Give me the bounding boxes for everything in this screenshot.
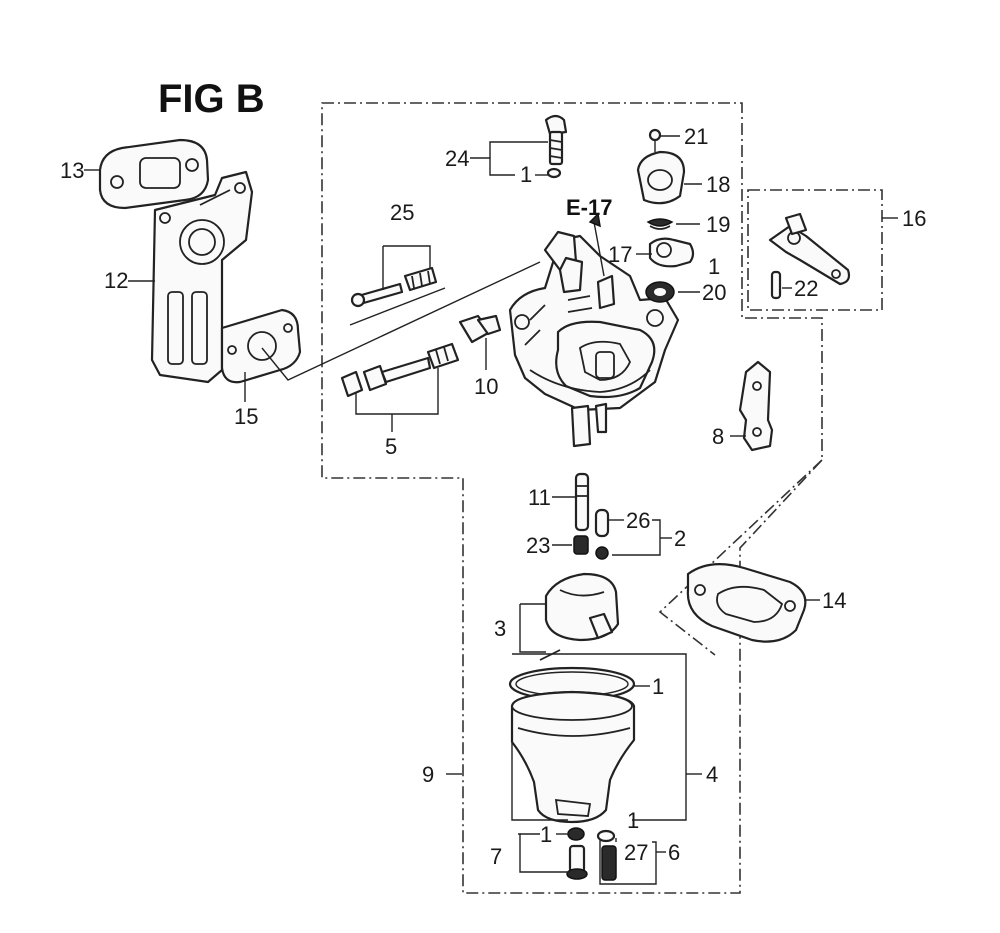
needle-part-26 [594, 508, 610, 560]
o-ring-part-20 [645, 281, 675, 303]
reference-label: E-17 [566, 195, 612, 220]
callout-22: 22 [794, 276, 818, 301]
callout-7: 7 [490, 844, 502, 869]
figure-title: FIG B [158, 77, 265, 121]
callout-11: 11 [528, 485, 551, 510]
callout-8: 8 [712, 424, 724, 449]
callout-4: 4 [706, 762, 718, 787]
tube-part-11 [574, 472, 590, 532]
callout-labels: 13 12 15 25 5 10 24 1 21 18 19 17 1 20 1… [60, 124, 926, 869]
diaphragm-part-17 [648, 237, 695, 268]
pin-part-22 [770, 270, 782, 300]
callout-1-screw: 1 [520, 162, 532, 187]
callout-24: 24 [445, 146, 469, 171]
screw-assembly-part-5 [340, 342, 460, 398]
callout-25: 25 [390, 200, 414, 225]
callout-3: 3 [494, 616, 506, 641]
gasket-part-15 [220, 308, 302, 384]
leader-lines [84, 135, 898, 885]
callout-13: 13 [60, 158, 84, 183]
insulator-part-14 [686, 563, 807, 643]
callout-23: 23 [526, 533, 550, 558]
callout-5: 5 [385, 434, 397, 459]
callout-12: 12 [104, 268, 128, 293]
callout-27: 27 [624, 840, 648, 865]
callout-14: 14 [822, 588, 846, 613]
screw-set-part-25 [349, 266, 446, 326]
callout-1-diaphragm: 1 [708, 254, 720, 279]
callout-1-screw-27: 1 [627, 808, 639, 833]
cover-part-18 [636, 150, 686, 205]
callout-1-o-ring: 1 [652, 674, 664, 699]
o-ring-part-1 [508, 666, 636, 702]
callout-10: 10 [474, 374, 498, 399]
screw-part-27 [596, 829, 617, 881]
bracket-part-8 [738, 360, 774, 452]
callout-17: 17 [608, 242, 632, 267]
callout-15: 15 [234, 404, 258, 429]
gasket-part-13 [98, 138, 210, 210]
callout-19: 19 [706, 212, 730, 237]
callout-2: 2 [674, 526, 686, 551]
callout-16: 16 [902, 206, 926, 231]
screw-part-24 [544, 114, 568, 179]
spring-part-19 [646, 218, 674, 230]
callout-9: 9 [422, 762, 434, 787]
drain-screw-part-7 [566, 827, 588, 880]
float-bowl [510, 690, 636, 824]
callout-1-drain: 1 [540, 822, 552, 847]
callout-18: 18 [706, 172, 730, 197]
choke-lever-boundary [747, 189, 883, 311]
callout-20: 20 [702, 280, 726, 305]
callout-21: 21 [684, 124, 708, 149]
jet-part-23 [573, 535, 589, 555]
jet-part-10 [458, 314, 502, 344]
callout-6: 6 [668, 840, 680, 865]
bracket-part-12 [150, 170, 254, 384]
choke-lever-part-16 [768, 212, 851, 286]
screw-part-21 [648, 128, 662, 152]
carburetor-body [508, 230, 680, 448]
carburetor-assembly-boundary [321, 102, 823, 894]
float-part-3 [539, 572, 620, 661]
callout-26: 26 [626, 508, 650, 533]
insulator-boundary [658, 459, 823, 656]
